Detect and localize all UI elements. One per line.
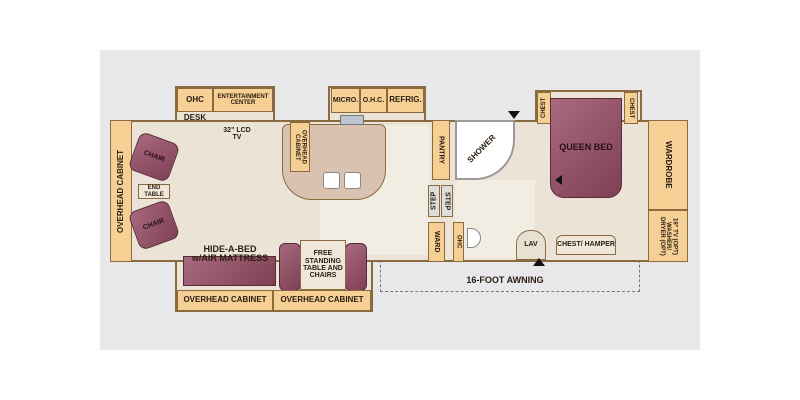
- awning-label: 16-FOOT AWNING: [466, 275, 544, 285]
- refrig: REFRIG.: [387, 88, 424, 113]
- ward: WARD: [428, 222, 445, 262]
- hide-a-bed-label: HIDE-A-BED w/AIR MATTRESS: [191, 244, 269, 264]
- bench-left[interactable]: [279, 243, 301, 291]
- sink-icon[interactable]: [323, 172, 340, 189]
- free-standing-table[interactable]: FREE STANDING TABLE AND CHAIRS: [300, 240, 346, 290]
- ohc-kitchen: O.H.C.: [360, 88, 387, 113]
- awning-outline: [380, 255, 640, 292]
- overhead-cabinet-left: OVERHEAD CABINET: [110, 120, 132, 262]
- arrow-icon: [555, 175, 562, 185]
- end-table[interactable]: END TABLE: [138, 184, 170, 199]
- step-1[interactable]: STEP: [428, 185, 440, 217]
- lav[interactable]: LAV: [516, 230, 546, 260]
- washer-dryer: 19" TV (OPT) WASHER/ DRYER (OPT): [648, 210, 688, 262]
- step-2[interactable]: STEP: [441, 185, 453, 217]
- entertainment-center: ENTERTAINMENT CENTER: [213, 88, 273, 112]
- tv-label: 32" LCD TV: [223, 127, 251, 142]
- ohc-bath: OHC: [453, 222, 464, 262]
- stove-icon: [340, 115, 364, 125]
- entry-arrow-icon: [533, 258, 545, 266]
- overhead-cabinet-bottom-1: OVERHEAD CABINET: [177, 290, 273, 311]
- toilet-icon[interactable]: [467, 228, 481, 248]
- chest-left: CHEST: [537, 92, 551, 124]
- micro: MICRO.: [331, 88, 360, 113]
- hide-a-bed[interactable]: [183, 256, 276, 286]
- queen-bed[interactable]: QUEEN BED: [550, 98, 622, 198]
- chest-right: CHEST: [624, 92, 638, 124]
- pantry: PANTRY: [432, 120, 450, 180]
- sink-icon[interactable]: [344, 172, 361, 189]
- overhead-cabinet-bottom-2: OVERHEAD CABINET: [273, 290, 371, 311]
- bench-right[interactable]: [345, 243, 367, 291]
- desk-label: DESK: [183, 113, 207, 122]
- entry-arrow-icon: [508, 111, 520, 119]
- chest-hamper: CHEST/ HAMPER: [556, 235, 616, 255]
- island-overhead-cabinet: OVERHEAD CABINET: [290, 122, 310, 172]
- wardrobe: WARDROBE: [648, 120, 688, 210]
- ohc-top: OHC: [177, 88, 213, 112]
